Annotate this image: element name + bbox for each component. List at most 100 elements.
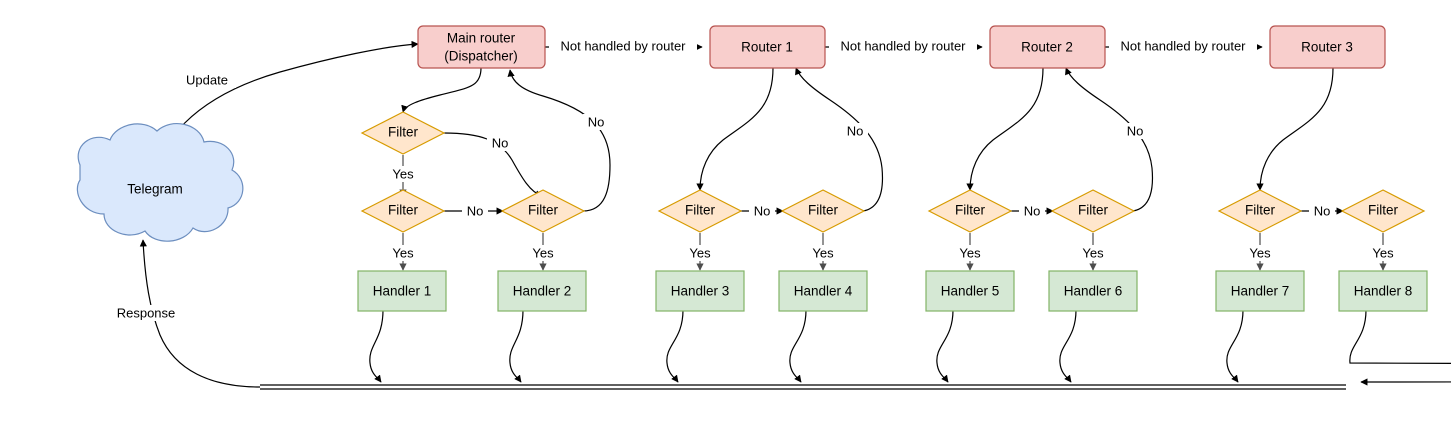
label-update: Update xyxy=(178,72,236,88)
node-handler-8[interactable]: Handler 8 xyxy=(1338,270,1428,312)
filter-e-label: Filter xyxy=(808,203,839,218)
edge-filter-e-no-router-1 xyxy=(795,67,884,212)
label-no-filter-f: No xyxy=(1019,203,1045,219)
edge-router-3-to-filter-h xyxy=(1256,67,1334,191)
main-router-label-line1: Main router xyxy=(447,31,516,46)
node-handler-6[interactable]: Handler 6 xyxy=(1048,270,1138,312)
label-yes-handler-6: Yes xyxy=(1076,245,1110,261)
edge-filter-c-no-mainrouter xyxy=(507,69,611,212)
edge-filter-g-no-router-2 xyxy=(1065,67,1154,212)
node-filter-c[interactable]: Filter xyxy=(500,189,586,233)
node-handler-1[interactable]: Handler 1 xyxy=(357,270,447,312)
edge-handler-8-to-bus xyxy=(1349,309,1451,386)
node-filter-i[interactable]: Filter xyxy=(1340,189,1426,233)
svg-text:Yes: Yes xyxy=(689,245,711,260)
edge-router-2-to-filter-f xyxy=(966,67,1044,191)
handler-8-label: Handler 8 xyxy=(1354,284,1413,299)
edge-handler-2-to-bus xyxy=(509,309,524,383)
label-not-handled-1: Not handled by router xyxy=(549,38,697,55)
label-yes-handler-5: Yes xyxy=(953,245,987,261)
handler-2-label: Handler 2 xyxy=(513,284,572,299)
main-router-label-line2: (Dispatcher) xyxy=(444,49,518,64)
node-telegram-cloud[interactable]: Telegram xyxy=(76,123,244,242)
svg-text:Yes: Yes xyxy=(392,245,414,260)
label-response: Response xyxy=(108,305,184,321)
filter-g-label: Filter xyxy=(1078,203,1109,218)
edge-handler-5-to-bus xyxy=(936,309,954,383)
svg-text:No: No xyxy=(1314,203,1331,218)
node-handler-7[interactable]: Handler 7 xyxy=(1215,270,1305,312)
label-yes-handler-3: Yes xyxy=(683,245,717,261)
handler-5-label: Handler 5 xyxy=(941,284,1000,299)
svg-text:Yes: Yes xyxy=(1249,245,1271,260)
router-2-label: Router 2 xyxy=(1021,40,1073,55)
svg-text:No: No xyxy=(754,203,771,218)
svg-text:Yes: Yes xyxy=(1082,245,1104,260)
svg-text:Not handled by router: Not handled by router xyxy=(560,38,686,53)
svg-text:Yes: Yes xyxy=(812,245,834,260)
svg-text:Update: Update xyxy=(186,72,228,87)
label-no-filter-e-return: No xyxy=(842,123,868,139)
label-yes-handler-4: Yes xyxy=(806,245,840,261)
edge-response-to-telegram xyxy=(139,239,261,388)
handler-3-label: Handler 3 xyxy=(671,284,730,299)
label-no-filter-h: No xyxy=(1309,203,1335,219)
node-router-1[interactable]: Router 1 xyxy=(709,25,826,69)
node-filter-b[interactable]: Filter xyxy=(360,189,446,233)
edge-filter-a-no-filter-c xyxy=(443,132,543,198)
filter-d-label: Filter xyxy=(685,203,716,218)
node-filter-a[interactable]: Filter xyxy=(360,111,446,155)
handler-1-label: Handler 1 xyxy=(373,284,432,299)
filter-c-label: Filter xyxy=(528,203,559,218)
node-handler-2[interactable]: Handler 2 xyxy=(497,270,587,312)
node-handler-3[interactable]: Handler 3 xyxy=(655,270,745,312)
edge-handler-6-to-bus xyxy=(1059,309,1077,383)
svg-text:No: No xyxy=(847,123,864,138)
edge-handler-7-to-bus xyxy=(1226,309,1244,383)
router-3-label: Router 3 xyxy=(1301,40,1353,55)
handler-7-label: Handler 7 xyxy=(1231,284,1290,299)
node-filter-h[interactable]: Filter xyxy=(1217,189,1303,233)
svg-text:No: No xyxy=(1127,123,1144,138)
node-router-2[interactable]: Router 2 xyxy=(989,25,1106,69)
filter-i-label: Filter xyxy=(1368,203,1399,218)
label-yes-handler-2: Yes xyxy=(526,245,560,261)
label-no-filter-g-return: No xyxy=(1122,123,1148,139)
label-no-filter-b: No xyxy=(462,203,488,219)
svg-text:Yes: Yes xyxy=(392,166,414,181)
edge-mainrouter-to-filter-a xyxy=(401,67,482,113)
svg-text:No: No xyxy=(588,114,605,129)
label-no-filter-c-return: No xyxy=(583,114,609,130)
svg-text:Yes: Yes xyxy=(959,245,981,260)
edge-handler-1-to-bus xyxy=(369,309,384,383)
svg-text:No: No xyxy=(467,203,484,218)
node-router-3[interactable]: Router 3 xyxy=(1269,25,1386,69)
svg-text:Not handled by router: Not handled by router xyxy=(840,38,966,53)
filter-b-label: Filter xyxy=(388,203,419,218)
label-yes-handler-8: Yes xyxy=(1366,245,1400,261)
edge-handler-4-to-bus xyxy=(789,309,807,383)
handler-6-label: Handler 6 xyxy=(1064,284,1123,299)
router-1-label: Router 1 xyxy=(741,40,793,55)
node-filter-g[interactable]: Filter xyxy=(1050,189,1136,233)
label-yes-handler-1: Yes xyxy=(386,245,420,261)
label-not-handled-2: Not handled by router xyxy=(829,38,977,55)
filter-a-label: Filter xyxy=(388,125,419,140)
label-no-filter-a: No xyxy=(487,135,513,151)
node-filter-f[interactable]: Filter xyxy=(927,189,1013,233)
label-no-filter-d: No xyxy=(749,203,775,219)
node-filter-e[interactable]: Filter xyxy=(780,189,866,233)
handler-4-label: Handler 4 xyxy=(794,284,853,299)
node-handler-5[interactable]: Handler 5 xyxy=(925,270,1015,312)
filter-f-label: Filter xyxy=(955,203,986,218)
node-main-router[interactable]: Main router (Dispatcher) xyxy=(417,25,546,69)
svg-text:Yes: Yes xyxy=(532,245,554,260)
edge-handler-3-to-bus xyxy=(666,309,684,383)
telegram-label: Telegram xyxy=(127,182,183,197)
node-handler-4[interactable]: Handler 4 xyxy=(778,270,868,312)
filter-h-label: Filter xyxy=(1245,203,1276,218)
svg-text:Yes: Yes xyxy=(1372,245,1394,260)
svg-text:Not handled by router: Not handled by router xyxy=(1120,38,1246,53)
svg-text:Response: Response xyxy=(117,305,176,320)
node-filter-d[interactable]: Filter xyxy=(657,189,743,233)
